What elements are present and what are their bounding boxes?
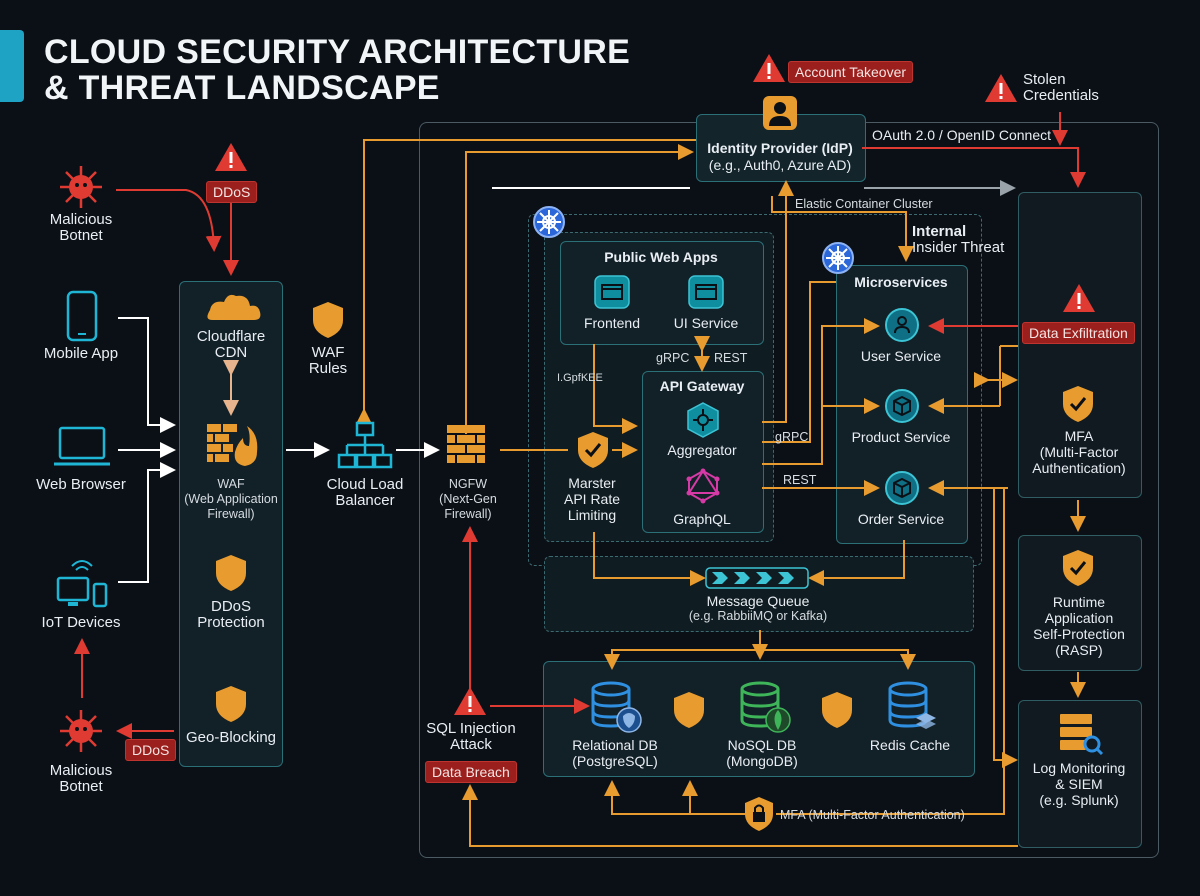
idp-title: Identity Provider (IdP)	[707, 140, 853, 156]
mfa-shield-icon	[1063, 386, 1093, 422]
waf-rules-label: WAF Rules	[308, 344, 348, 377]
graphql-label: GraphQL	[673, 511, 731, 527]
load-balancer-icon	[337, 421, 393, 469]
rasp-label: Runtime Application Self-Protection (RAS…	[1033, 594, 1125, 658]
frontend-window-icon	[594, 275, 630, 309]
stolen-credentials-warning-icon	[985, 74, 1017, 102]
web-browser-label: Web Browser	[36, 476, 126, 493]
account-takeover-badge: Account Takeover	[788, 61, 914, 83]
relational-db-label: Relational DB (PostgreSQL)	[572, 737, 658, 769]
cloud-icon	[207, 294, 261, 320]
message-queue-label: Message Queue	[706, 593, 810, 609]
public-web-apps-title: Public Web Apps	[604, 249, 718, 265]
botnet-icon	[60, 710, 102, 752]
shield-icon	[216, 555, 246, 591]
databases-panel	[543, 661, 975, 777]
order-service-icon	[885, 471, 919, 505]
frontend-label: Frontend	[583, 315, 641, 331]
order-service-label: Order Service	[857, 511, 945, 527]
mfa-label: MFA (Multi-Factor Authentication)	[1032, 428, 1126, 476]
kubernetes-icon	[533, 206, 565, 238]
siem-server-icon	[1060, 714, 1104, 756]
ngfw-label: NGFW (Next-Gen Firewall)	[439, 477, 497, 521]
insider-threat-label: Insider Threat	[912, 239, 1005, 256]
sql-injection-warning-icon	[454, 687, 486, 715]
geo-blocking-label: Geo-Blocking	[185, 729, 277, 746]
idp-subtitle: (e.g., Auth0, Azure AD)	[708, 157, 852, 173]
kubernetes-icon	[822, 242, 854, 274]
db-shield-icon	[674, 692, 704, 728]
firewall-icon	[207, 424, 258, 466]
graphql-icon	[686, 468, 720, 504]
product-service-icon	[885, 389, 919, 423]
cloudflare-cdn-label: Cloudflare CDN	[196, 328, 266, 361]
rate-limiting-label: Marster API Rate Limiting	[563, 475, 621, 523]
stolen-credentials-label: Stolen Credentials	[1023, 71, 1099, 104]
nosql-db-label: NoSQL DB (MongoDB)	[726, 737, 798, 769]
message-queue-subtitle: (e.g. RabbiiMQ or Kafka)	[688, 609, 828, 623]
ddos-threat-badge: DDoS	[206, 181, 258, 203]
mfa-panel	[1018, 192, 1142, 498]
oauth-protocol-label: OAuth 2.0 / OpenID Connect	[872, 127, 1051, 143]
sql-injection-label: SQL Injection Attack	[426, 720, 516, 753]
misc-label: I.GpfKEE	[557, 372, 603, 384]
laptop-icon	[54, 426, 110, 466]
mobile-app-label: Mobile App	[43, 345, 119, 362]
user-service-icon	[885, 308, 919, 342]
container-cluster-label: Elastic Container Cluster	[795, 197, 933, 211]
rasp-shield-icon	[1063, 550, 1093, 586]
db-shield-icon	[822, 692, 852, 728]
grpc-right-label: gRPC	[775, 430, 809, 444]
aggregator-hub-icon	[687, 402, 719, 438]
ddos-warning-icon	[215, 143, 247, 171]
malicious-botnet-label-bottom: Malicious Botnet	[49, 762, 113, 795]
iot-devices-label: IoT Devices	[41, 614, 121, 631]
account-takeover-warning-icon	[753, 54, 785, 82]
iot-devices-icon	[56, 560, 108, 608]
siem-panel	[1018, 700, 1142, 848]
malicious-botnet-label: Malicious Botnet	[49, 211, 113, 244]
ddos-threat-badge-bottom: DDoS	[125, 739, 177, 761]
ngfw-firewall-icon	[447, 425, 485, 463]
product-service-label: Product Service	[851, 429, 951, 445]
rate-limit-shield-icon	[578, 432, 608, 468]
rest-right-label: REST	[783, 473, 817, 487]
data-exfiltration-warning-icon	[1063, 284, 1095, 312]
internal-label: Internal	[912, 223, 967, 240]
redis-cache-label: Redis Cache	[869, 737, 951, 753]
rest-label: REST	[714, 351, 748, 365]
public-web-apps-panel	[560, 241, 764, 345]
data-breach-badge: Data Breach	[425, 761, 517, 783]
botnet-icon	[60, 166, 102, 208]
user-service-label: User Service	[860, 348, 942, 364]
microservices-title: Microservices	[854, 274, 948, 290]
title-accent-bar	[0, 30, 24, 102]
ui-service-window-icon	[688, 275, 724, 309]
data-exfiltration-badge: Data Exfiltration	[1022, 322, 1135, 344]
postgres-database-icon	[591, 681, 642, 733]
ui-service-label: UI Service	[673, 315, 739, 331]
waf-rules-shield-icon	[313, 302, 343, 338]
shield-icon	[216, 686, 246, 722]
api-gateway-panel	[642, 371, 764, 533]
mfa-bottom-label: MFA (Multi-Factor Authentication)	[780, 808, 965, 822]
ddos-protection-label: DDoS Protection	[197, 598, 265, 631]
mobile-phone-icon	[66, 290, 98, 342]
aggregator-label: Aggregator	[667, 442, 737, 458]
user-identity-icon	[763, 96, 797, 130]
api-gateway-title: API Gateway	[659, 378, 745, 394]
mfa-lock-shield-icon	[745, 797, 773, 831]
load-balancer-label: Cloud Load Balancer	[326, 476, 404, 509]
waf-label: WAF (Web Application Firewall)	[184, 477, 278, 521]
grpc-label: gRPC	[656, 351, 690, 365]
redis-cache-icon	[888, 681, 936, 729]
siem-label: Log Monitoring & SIEM (e.g. Splunk)	[1032, 760, 1126, 808]
mongodb-database-icon	[740, 681, 791, 733]
page-title: CLOUD SECURITY ARCHITECTURE & THREAT LAN…	[44, 33, 631, 107]
